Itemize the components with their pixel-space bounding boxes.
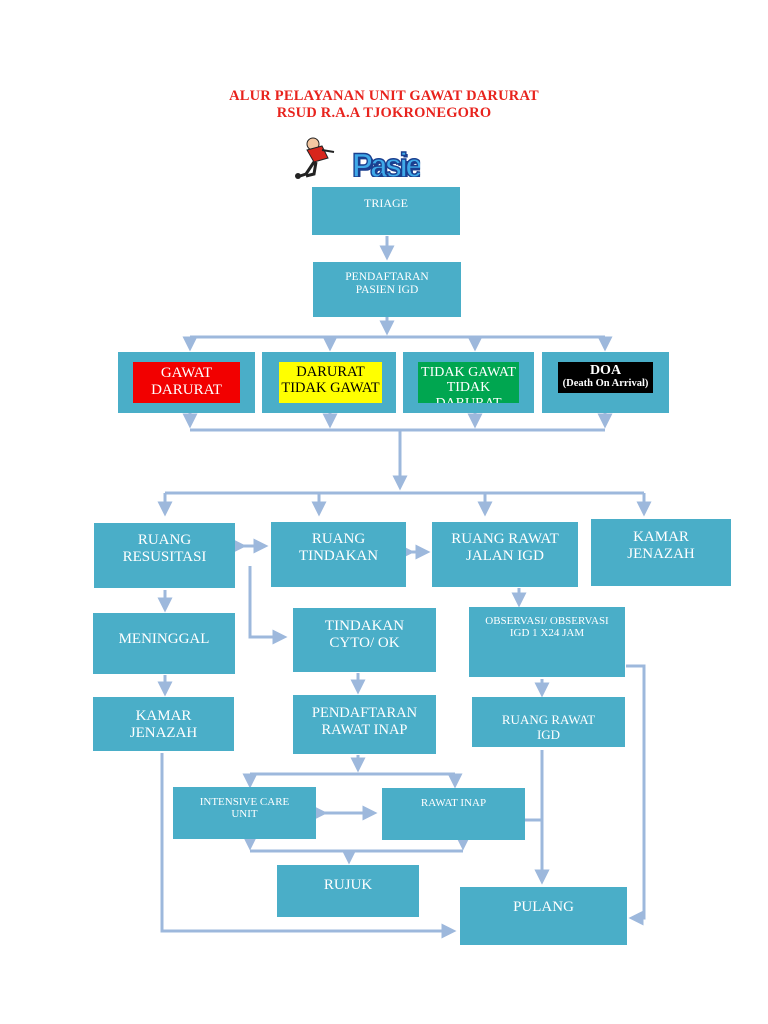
intensive-care-unit-label: INTENSIVE CARE UNIT xyxy=(199,796,290,821)
kamar-jenazah-label: KAMAR JENAZAH xyxy=(129,708,198,742)
tidak-gawat-tidak-darurat-label: TIDAK GAWAT TIDAK DARURAT xyxy=(418,362,519,403)
person-pushing-wheelchair-icon xyxy=(295,137,335,179)
intensive-care-unit-box: INTENSIVE CARE UNIT xyxy=(173,787,316,839)
doa-box: DOA (Death On Arrival) xyxy=(542,352,669,413)
rujuk-box: RUJUK xyxy=(277,865,419,917)
meninggal-box: MENINGGAL xyxy=(93,613,235,674)
pendaftaran-rawat-inap-label: PENDAFTARAN RAWAT INAP xyxy=(311,705,418,738)
ruang-rawat-igd-box: RUANG RAWAT IGD xyxy=(472,697,625,747)
ruang-rawat-igd-label: RUANG RAWAT IGD xyxy=(501,712,596,742)
gawat-darurat-box: GAWAT DARURAT xyxy=(118,352,255,413)
kamar-jenazah-top-label: KAMAR JENAZAH xyxy=(627,529,695,563)
doa-title: DOA xyxy=(589,363,622,378)
observasi-box: OBSERVASI/ OBSERVASI IGD 1 X24 JAM xyxy=(469,607,625,677)
pulang-label: PULANG xyxy=(513,899,574,915)
ruang-rawat-jalan-igd-label: RUANG RAWAT JALAN IGD xyxy=(451,531,559,565)
pendaftaran-pasien-label: PENDAFTARAN PASIEN IGD xyxy=(345,271,429,297)
pulang-box: PULANG xyxy=(460,887,627,945)
ruang-rawat-jalan-igd-box: RUANG RAWAT JALAN IGD xyxy=(432,522,578,587)
rujuk-label: RUJUK xyxy=(323,877,373,893)
chart-title-line2: RSUD R.A.A TJOKRONEGORO xyxy=(276,105,492,121)
pendaftaran-rawat-inap-box: PENDAFTARAN RAWAT INAP xyxy=(293,695,436,754)
ruang-tindakan-label: RUANG TINDAKAN xyxy=(298,531,379,565)
gawat-darurat-label: GAWAT DARURAT xyxy=(133,362,240,403)
doa-label-block: DOA (Death On Arrival) xyxy=(558,362,653,393)
tindakan-cyto-label: TINDAKAN CYTO/ OK xyxy=(324,618,405,652)
kamar-jenazah-top-box: KAMAR JENAZAH xyxy=(591,519,731,586)
ruang-tindakan-box: RUANG TINDAKAN xyxy=(271,522,406,587)
darurat-tidak-gawat-label: DARURAT TIDAK GAWAT xyxy=(279,362,382,403)
pendaftaran-pasien-box: PENDAFTARAN PASIEN IGD xyxy=(313,262,461,317)
tindakan-cyto-box: TINDAKAN CYTO/ OK xyxy=(293,608,436,672)
triage-box: TRIAGE xyxy=(312,187,460,235)
darurat-tidak-gawat-box: DARURAT TIDAK GAWAT xyxy=(262,352,396,413)
kamar-jenazah-box: KAMAR JENAZAH xyxy=(93,697,234,751)
rawat-inap-label: RAWAT INAP xyxy=(420,797,487,809)
doa-subtitle: (Death On Arrival) xyxy=(562,378,649,390)
tidak-gawat-tidak-darurat-box: TIDAK GAWAT TIDAK DARURAT xyxy=(403,352,534,413)
ruang-resusitasi-box: RUANG RESUSITASI xyxy=(94,523,235,588)
meninggal-label: MENINGGAL xyxy=(118,631,210,647)
observasi-label: OBSERVASI/ OBSERVASI IGD 1 X24 JAM xyxy=(485,615,609,639)
rawat-inap-box: RAWAT INAP xyxy=(382,788,525,840)
chart-title-line1: ALUR PELAYANAN UNIT GAWAT DARURAT xyxy=(229,88,539,104)
triage-label: TRIAGE xyxy=(364,196,408,210)
pasien-wordart: Pasie xyxy=(352,146,420,177)
ruang-resusitasi-label: RUANG RESUSITASI xyxy=(122,532,207,566)
